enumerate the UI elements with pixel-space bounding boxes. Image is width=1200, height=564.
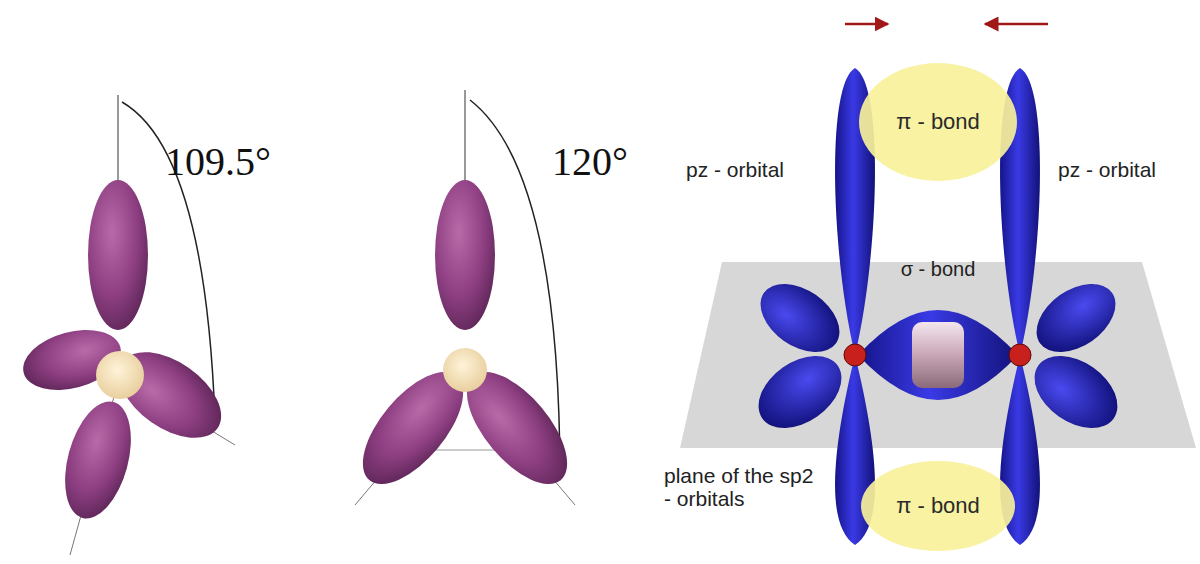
pi-bond-region: π - bond — [860, 460, 1016, 552]
orbital-label: pz - orbital — [1058, 158, 1198, 181]
bond-label: π - bond — [858, 62, 1018, 135]
bond-label: π - bond — [860, 460, 1016, 519]
angle-label: 109.5° — [165, 140, 295, 184]
bond-label: σ - bond — [888, 258, 988, 280]
pi-bond-region: π - bond — [858, 62, 1018, 182]
sp2-orbitals — [345, 90, 585, 505]
orbital-label: pz - orbital — [686, 158, 826, 181]
plane-label: plane of the sp2 - orbitals — [664, 464, 814, 510]
angle-label: 120° — [552, 140, 652, 184]
